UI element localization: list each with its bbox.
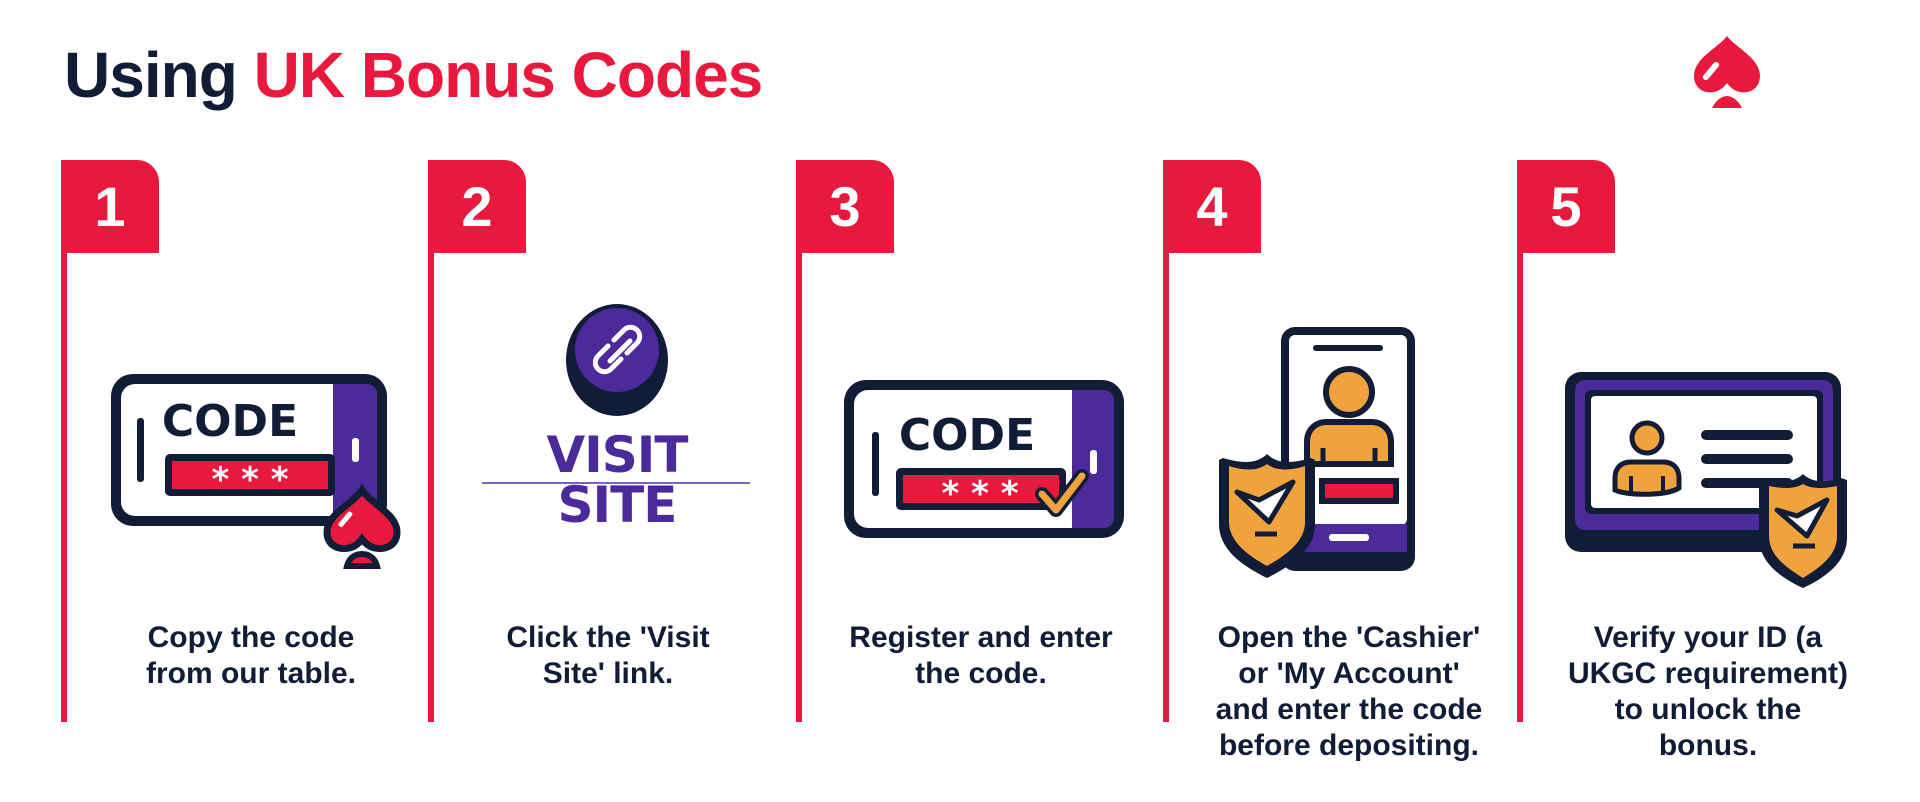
step-5: 5 Verify your ID (a UKGC requirement) to…	[1517, 160, 1877, 800]
visit-site-underline	[482, 482, 750, 484]
caption-line: to unlock the	[1614, 693, 1802, 726]
spade-icon	[1694, 36, 1760, 108]
step-1: 1 CODE * * * Copy the code from our tabl…	[61, 160, 421, 800]
caption-line: from our table.	[145, 657, 356, 690]
svg-text:* * *: * * *	[941, 474, 1018, 514]
step-number-badge: 3	[796, 160, 894, 253]
step-number-badge: 4	[1163, 160, 1261, 253]
caption-line: Register and enter	[849, 621, 1113, 654]
svg-text:CODE: CODE	[162, 396, 298, 447]
step-caption: Open the 'Cashier' or 'My Account' and e…	[1189, 620, 1509, 764]
step-divider-line	[61, 160, 67, 722]
step-number-badge: 1	[61, 160, 159, 253]
title-prefix: Using	[64, 39, 254, 111]
caption-line: Click the 'Visit	[506, 621, 710, 654]
step-divider-line	[1163, 160, 1169, 722]
caption-line: the code.	[915, 657, 1047, 690]
phone-code-spade-icon: CODE * * *	[111, 374, 401, 569]
caption-line: Copy the code	[147, 621, 355, 654]
step-number-badge: 2	[428, 160, 526, 253]
step-divider-line	[1517, 160, 1523, 722]
caption-line: bonus.	[1658, 729, 1758, 762]
page-title: Using UK Bonus Codes	[64, 38, 764, 112]
caption-line: UKGC requirement)	[1567, 657, 1849, 690]
step-caption: Register and enter the code.	[816, 620, 1146, 692]
caption-line: before depositing.	[1218, 729, 1479, 762]
link-icon[interactable]	[564, 298, 670, 418]
caption-line: Verify your ID (a	[1593, 621, 1823, 654]
phone-code-check-icon: CODE * * *	[844, 380, 1124, 538]
step-caption: Click the 'Visit Site' link.	[448, 620, 768, 692]
step-3: 3 CODE * * * Register and enter the code…	[796, 160, 1156, 800]
caption-line: and enter the code	[1215, 693, 1483, 726]
svg-text:* * *: * * *	[211, 460, 288, 500]
caption-line: Open the 'Cashier'	[1217, 621, 1481, 654]
phone-account-shield-icon	[1219, 327, 1415, 578]
step-caption: Verify your ID (a UKGC requirement) to u…	[1543, 620, 1873, 764]
step-divider-line	[796, 160, 802, 722]
step-number-badge: 5	[1517, 160, 1615, 253]
step-divider-line	[428, 160, 434, 722]
visit-site-link[interactable]: VISIT SITE	[546, 426, 688, 534]
step-2: 2 VISIT SITE Click the 'Visit Site' link…	[428, 160, 788, 800]
step-caption: Copy the code from our table.	[101, 620, 401, 692]
id-card-shield-icon	[1565, 372, 1847, 588]
caption-line: or 'My Account'	[1238, 657, 1460, 690]
step-4: 4 Open the 'Cashier' or 'My Account' and…	[1163, 160, 1523, 800]
svg-text:CODE: CODE	[899, 410, 1035, 461]
title-accent: UK Bonus Codes	[253, 39, 764, 111]
caption-line: Site' link.	[542, 657, 674, 690]
